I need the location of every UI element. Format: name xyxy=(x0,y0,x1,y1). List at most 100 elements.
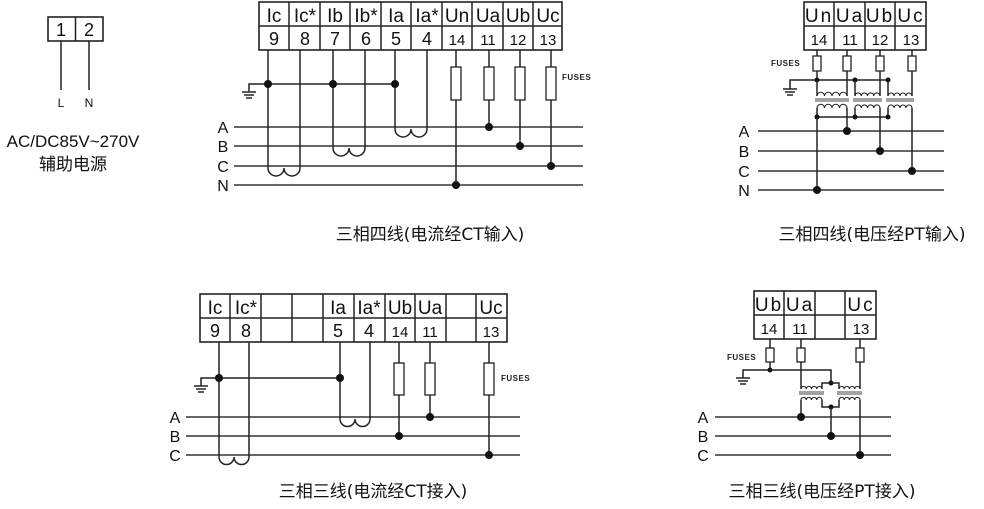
terminal-label: Ic* xyxy=(235,298,258,319)
fuse-icon xyxy=(907,55,917,72)
terminal-number: 14 xyxy=(449,32,466,49)
line-c-label: C xyxy=(217,159,229,176)
line-b-label: B xyxy=(698,429,709,446)
terminal-label: Ub xyxy=(866,6,894,27)
terminal-number: 5 xyxy=(391,29,401,49)
fuse-icon xyxy=(796,347,806,363)
terminal-label: Ic xyxy=(267,6,282,27)
transformer-icon xyxy=(886,80,914,109)
terminal-label: Ua xyxy=(786,295,814,316)
power-caption: 辅助电源 xyxy=(39,155,107,175)
terminal-number: 5 xyxy=(333,321,343,341)
terminal-number: 14 xyxy=(392,324,409,341)
terminal-label: Ia xyxy=(388,6,404,27)
lead-n: N xyxy=(85,96,94,110)
terminal-number: 8 xyxy=(241,321,251,341)
terminal-label: Ic* xyxy=(294,6,317,27)
terminal-label: Ub xyxy=(388,298,412,319)
line-c-label: C xyxy=(738,164,750,181)
caption: 三相四线(电压经PT输入) xyxy=(779,225,966,245)
terminal-label: Uc xyxy=(536,6,559,27)
terminal-label: Ic xyxy=(208,298,223,319)
transformer-icon xyxy=(799,382,831,408)
line-b-label: B xyxy=(739,144,750,161)
line-c-label: C xyxy=(697,448,709,465)
line-a-label: A xyxy=(170,410,181,427)
terminal-number: 6 xyxy=(361,29,371,49)
terminal-label: Ub xyxy=(506,6,530,27)
terminal-number: 13 xyxy=(483,324,500,341)
terminal-label: Uc xyxy=(897,6,924,27)
power-rating: AC/DC85V~270V xyxy=(7,132,140,151)
fuse-icon xyxy=(875,55,885,72)
terminal-number: 11 xyxy=(480,32,496,49)
fuse-icon xyxy=(514,66,526,101)
terminal-label: Un xyxy=(445,6,469,27)
line-c-label: C xyxy=(169,448,181,465)
fuse-icon xyxy=(393,362,405,396)
fuse-icon xyxy=(424,362,436,396)
fuses-label: FUSES xyxy=(771,59,800,68)
terminal-2: 2 xyxy=(84,20,94,40)
ground-icon xyxy=(783,79,817,96)
terminal-label: Ia* xyxy=(357,298,381,319)
terminal-number: 11 xyxy=(792,321,808,338)
caption: 三相四线(电流经CT输入) xyxy=(336,225,525,245)
ground-icon xyxy=(242,83,268,99)
terminal-number: 7 xyxy=(330,29,340,49)
terminal-label: Ib* xyxy=(354,6,378,27)
fuse-icon xyxy=(545,66,557,101)
terminal-label: Un xyxy=(805,6,833,27)
power-supply-diagram: 1 2 L N AC/DC85V~270V 辅助电源 xyxy=(7,16,140,175)
terminal-label: Ua xyxy=(836,6,864,27)
fuse-icon xyxy=(765,347,775,363)
caption: 三相三线(电流经CT接入) xyxy=(279,482,468,502)
terminal-number: 12 xyxy=(872,32,889,49)
line-b-label: B xyxy=(218,139,229,156)
fuse-icon xyxy=(483,66,495,101)
terminal-number: 11 xyxy=(842,32,858,49)
terminal-number: 11 xyxy=(422,324,438,341)
terminal-number: 13 xyxy=(853,321,870,338)
terminal-number: 9 xyxy=(210,321,220,341)
terminal-number: 9 xyxy=(269,29,279,49)
line-b-label: B xyxy=(170,429,181,446)
caption: 三相三线(电压经PT接入) xyxy=(729,482,916,502)
terminal-number: 13 xyxy=(540,32,557,49)
diagram-3p4w-pt: Un Ua Ub Uc 14 11 12 13 A B C N FUSES xyxy=(738,1,966,245)
fuse-icon xyxy=(842,55,852,72)
fuses-label: FUSES xyxy=(562,73,591,82)
fuse-icon xyxy=(812,55,822,72)
terminal-number: 4 xyxy=(364,321,374,341)
transformer-icon xyxy=(815,80,849,109)
terminal-number: 4 xyxy=(422,29,432,49)
diagram-3p3w-pt: Ub Ua Uc 14 11 13 A B C FUSES xyxy=(697,290,916,502)
terminal-label: Ia* xyxy=(415,6,439,27)
terminal-number: 12 xyxy=(510,32,527,49)
terminal-label: Uc xyxy=(479,298,502,319)
diagram-3p4w-ct: Ic Ic* Ib Ib* Ia Ia* Un Ua Ub Uc 9 8 7 6… xyxy=(217,1,591,245)
terminal-label: Ia xyxy=(330,298,346,319)
line-a-label: A xyxy=(739,124,750,141)
transformer-icon xyxy=(853,80,882,109)
terminal-1: 1 xyxy=(56,20,66,40)
line-n-label: N xyxy=(217,178,229,195)
fuse-icon xyxy=(483,362,495,396)
line-a-label: A xyxy=(218,120,229,137)
ground-icon xyxy=(194,377,219,393)
terminal-label: Uc xyxy=(847,295,874,316)
terminal-label: Ua xyxy=(476,6,501,27)
terminal-label: Ib xyxy=(327,6,343,27)
fuse-icon xyxy=(855,347,865,363)
line-n-label: N xyxy=(738,183,750,200)
ground-icon xyxy=(736,369,770,385)
terminal-number: 8 xyxy=(300,29,310,49)
terminal-number: 14 xyxy=(761,321,778,338)
diagram-3p3w-ct: Ic Ic* Ia Ia* Ub Ua Uc 9 8 5 4 14 11 13 … xyxy=(169,293,530,502)
terminal-label: Ub xyxy=(755,295,783,316)
transformer-icon xyxy=(831,382,862,408)
line-a-label: A xyxy=(698,410,709,427)
fuse-icon xyxy=(450,66,462,101)
terminal-label: Ua xyxy=(418,298,443,319)
fuses-label: FUSES xyxy=(501,374,530,383)
